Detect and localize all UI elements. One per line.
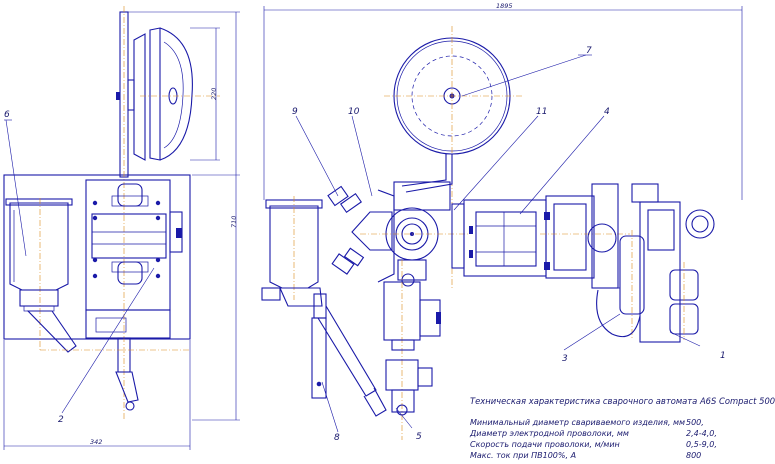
callout-leaders bbox=[4, 54, 701, 433]
callout-2: 2 bbox=[58, 415, 64, 425]
callout-6: 6 bbox=[4, 110, 10, 120]
callout-11: 11 bbox=[536, 107, 547, 117]
callout-10: 10 bbox=[348, 107, 360, 117]
spec-label: Диаметр электродной проволоки, мм bbox=[470, 429, 629, 438]
dimension-overall-height: 710 bbox=[230, 216, 238, 228]
technical-drawing: 1 2 3 4 5 6 7 8 9 10 11 1895 220 710 342 bbox=[3, 2, 743, 450]
dimension-side-width: 342 bbox=[90, 438, 102, 446]
spec-row-feed-speed: Скорость подачи проволоки, м/мин 0,5-9,0… bbox=[470, 440, 750, 451]
callout-1: 1 bbox=[720, 351, 726, 361]
callout-5: 5 bbox=[416, 432, 422, 442]
callout-labels: 1 2 3 4 5 6 7 8 9 10 11 bbox=[4, 46, 726, 443]
dimension-labels: 1895 220 710 342 bbox=[90, 2, 513, 446]
callout-3: 3 bbox=[562, 354, 568, 364]
callout-8: 8 bbox=[334, 433, 340, 443]
spec-row-max-current: Макс. ток при ПВ100%, А 800 bbox=[470, 451, 750, 462]
spec-value: 500, bbox=[686, 418, 704, 427]
callout-9: 9 bbox=[292, 107, 298, 117]
front-view bbox=[261, 6, 743, 440]
dimension-overall-width: 1895 bbox=[496, 2, 513, 10]
side-view bbox=[3, 6, 240, 450]
spec-value: 0,5-9,0, bbox=[686, 440, 717, 449]
spec-label: Минимальный диаметр свариваемого изделия… bbox=[470, 418, 686, 427]
spec-value: 800 bbox=[686, 451, 702, 460]
spec-row-min-diameter: Минимальный диаметр свариваемого изделия… bbox=[470, 418, 750, 429]
dimension-reel-diameter: 220 bbox=[210, 88, 218, 100]
spec-value: 2,4-4,0, bbox=[686, 429, 717, 438]
spec-row-wire-diameter: Диаметр электродной проволоки, мм 2,4-4,… bbox=[470, 429, 750, 440]
spec-label: Макс. ток при ПВ100%, А bbox=[470, 451, 577, 460]
callout-7: 7 bbox=[586, 46, 592, 56]
spec-title: Техническая характеристика сварочного ав… bbox=[470, 396, 775, 406]
spec-label: Скорость подачи проволоки, м/мин bbox=[470, 440, 620, 449]
callout-4: 4 bbox=[604, 107, 610, 117]
